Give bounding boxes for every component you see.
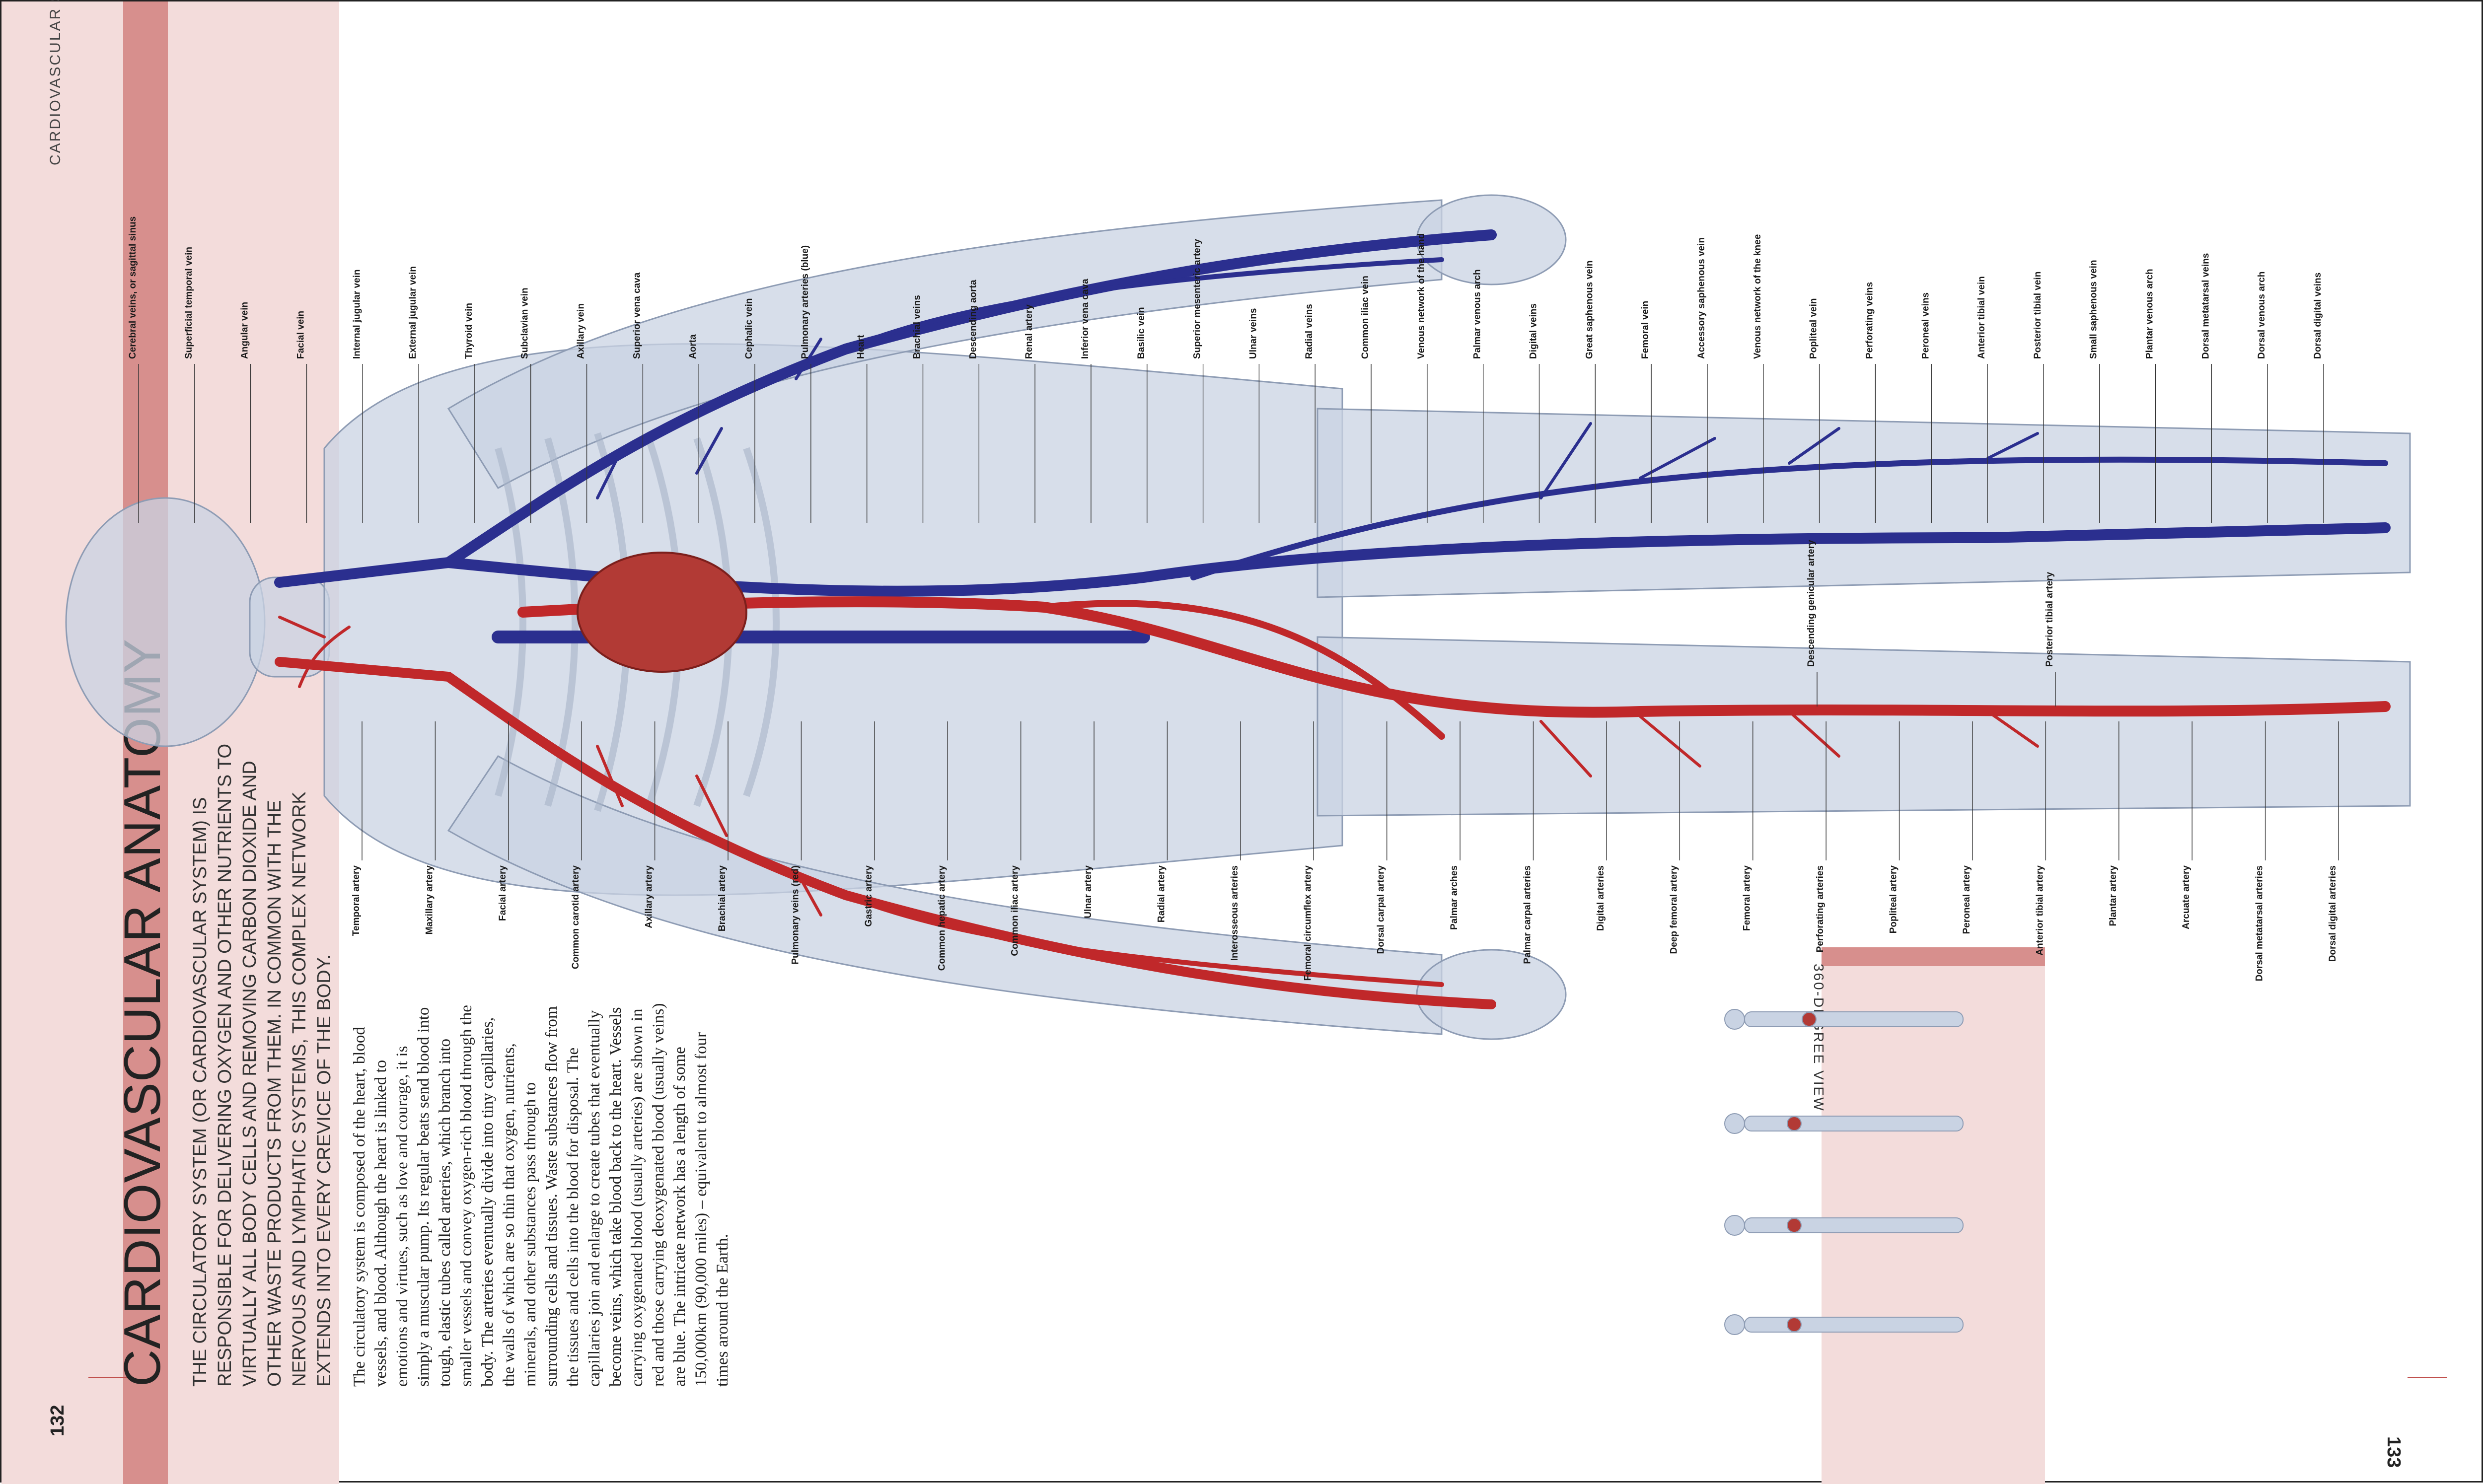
label-renal-artery: Renal artery [1024, 304, 1034, 359]
label-descending-genicular-artery: Descending genicular artery [1806, 540, 1817, 667]
label-popliteal-vein: Popliteal vein [1809, 298, 1819, 359]
mini-figure-2 [1724, 1113, 1964, 1134]
label-palmar-venous-arch: Palmar venous arch [1472, 269, 1483, 359]
label-venous-network-of-the-hand: Venous network of the hand [1416, 233, 1427, 359]
label-arcuate-artery: Arcuate artery [2181, 865, 2191, 929]
mini-figure-4 [1724, 1314, 1964, 1335]
label-external-jugular-vein: External jugular vein [408, 266, 418, 359]
label-peroneal-veins: Peroneal veins [1920, 292, 1931, 359]
label-heart: Heart [856, 335, 867, 359]
label-radial-artery: Radial artery [1156, 865, 1167, 923]
label-anterior-tibial-vein: Anterior tibial vein [1976, 276, 1987, 359]
label-perforating-arteries: Perforating arteries [1815, 865, 1826, 952]
label-digital-arteries: Digital arteries [1596, 865, 1606, 931]
label-basilic-vein: Basilic vein [1136, 307, 1147, 359]
upper-leg-right [1316, 636, 2411, 817]
label-perforating-veins: Perforating veins [1864, 282, 1875, 359]
label-accessory-saphenous-vein: Accessory saphenous vein [1696, 237, 1707, 359]
label-inferior-vena-cava: Inferior vena cava [1080, 279, 1091, 359]
label-femoral-vein: Femoral vein [1640, 301, 1651, 359]
panel-360-view [1822, 947, 2045, 1484]
label-radial-veins: Radial veins [1304, 304, 1315, 359]
label-peroneal-artery: Peroneal artery [1962, 865, 1972, 934]
label-angular-vein: Angular vein [240, 302, 250, 359]
label-dorsal-digital-veins: Dorsal digital veins [2313, 273, 2323, 359]
label-superficial-temporal-vein: Superficial temporal vein [184, 247, 194, 359]
head [65, 497, 266, 747]
label-maxillary-artery: Maxillary artery [424, 865, 435, 935]
label-facial-artery: Facial artery [498, 865, 508, 921]
label-interosseous-arteries: Interosseous arteries [1230, 865, 1240, 961]
label-dorsal-metatarsal-veins: Dorsal metatarsal veins [2200, 253, 2211, 359]
heart [577, 552, 747, 673]
labels-middle: Descending genicular artery Posterior tib… [1806, 540, 2056, 707]
hand-lower [1416, 949, 1567, 1040]
upper-leg-left [1316, 408, 2411, 598]
label-cephalic-vein: Cephalic vein [744, 298, 754, 359]
label-superior-vena-cava: Superior vena cava [632, 272, 642, 359]
label-plantar-venous-arch: Plantar venous arch [2145, 269, 2155, 359]
label-popliteal-artery: Popliteal artery [1889, 865, 1899, 934]
mini-figure-3 [1724, 1215, 1964, 1236]
label-facial-vein: Facial vein [295, 311, 306, 359]
label-palmar-arches: Palmar arches [1449, 865, 1460, 930]
label-common-iliac-artery: Common iliac artery [1010, 865, 1021, 956]
label-brachial-artery: Brachial artery [717, 865, 728, 932]
mini-figures [1724, 1009, 1964, 1335]
label-plantar-artery: Plantar artery [2108, 865, 2118, 926]
arteries [275, 596, 2391, 1009]
label-digital-veins: Digital veins [1529, 303, 1539, 359]
label-posterior-tibial-artery: Posterior tibial artery [2045, 571, 2055, 667]
label-dorsal-venous-arch: Dorsal venous arch [2257, 272, 2267, 359]
label-axillary-artery: Axillary artery [644, 865, 655, 928]
label-great-saphenous-vein: Great saphenous vein [1584, 260, 1595, 359]
label-venous-network-of-the-knee: Venous network of the knee [1753, 234, 1763, 359]
label-cerebral-veins-or-sagittal-sinus: Cerebral veins, or sagittal sinus [128, 216, 138, 359]
label-dorsal-metatarsal-arteries: Dorsal metatarsal arteries [2255, 865, 2265, 981]
label-common-iliac-vein: Common iliac vein [1360, 276, 1371, 359]
label-descending-aorta: Descending aorta [968, 280, 978, 359]
label-common-carotid-artery: Common carotid artery [571, 865, 581, 969]
label-gastric-artery: Gastric artery [864, 865, 874, 927]
label-pulmonary-arteries-blue: Pulmonary arteries (blue) [800, 245, 810, 359]
panel-360-title-strip [1822, 947, 2045, 966]
label-small-saphenous-vein: Small saphenous vein [2089, 260, 2099, 359]
label-common-hepatic-artery: Common hepatic artery [937, 865, 947, 971]
label-posterior-tibial-vein: Posterior tibial vein [2033, 272, 2043, 359]
label-subclavian-vein: Subclavian vein [520, 287, 530, 359]
label-temporal-artery: Temporal artery [351, 865, 362, 936]
label-dorsal-digital-arteries: Dorsal digital arteries [2328, 865, 2338, 962]
label-anterior-tibial-artery: Anterior tibial artery [2035, 865, 2045, 956]
label-ulnar-artery: Ulnar artery [1083, 865, 1094, 919]
label-aorta: Aorta [688, 334, 698, 359]
label-femoral-circumflex-artery: Femoral circumflex artery [1303, 865, 1313, 981]
label-palmar-carpal-arteries: Palmar carpal arteries [1523, 865, 1533, 964]
label-ulnar-veins: Ulnar veins [1248, 308, 1258, 359]
labels-top: Cerebral veins, or sagittal sinus Superfi… [128, 216, 2324, 523]
mini-figure-1 [1724, 1009, 1964, 1030]
page-rule-right [2408, 1377, 2447, 1378]
label-axillary-vein: Axillary vein [576, 303, 586, 359]
label-internal-jugular-vein: Internal jugular vein [352, 269, 362, 359]
label-deep-femoral-artery: Deep femoral artery [1669, 865, 1679, 954]
label-pulmonary-veins-red: Pulmonary veins (red) [790, 865, 801, 965]
label-dorsal-carpal-artery: Dorsal carpal artery [1376, 865, 1387, 954]
label-femoral-artery: Femoral artery [1742, 865, 1753, 931]
label-thyroid-vein: Thyroid vein [464, 303, 474, 359]
label-superior-mesenteric-artery: Superior mesenteric artery [1192, 239, 1203, 359]
page-rule-left [88, 1377, 128, 1378]
labels-bottom: Temporal artery Maxillary artery Facial ar… [351, 721, 2339, 981]
label-brachial-veins: Brachial veins [912, 295, 922, 359]
